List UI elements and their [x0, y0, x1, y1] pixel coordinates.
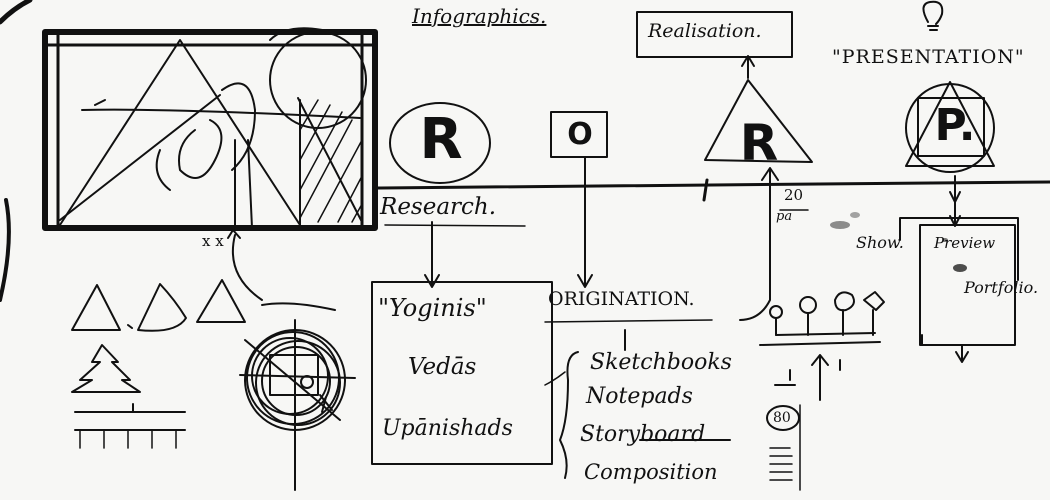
portfolio-label: Portfolio. [964, 278, 1039, 297]
origination-label: ORIGINATION. [548, 288, 695, 310]
realisation-box [636, 11, 793, 58]
realisation-connector [739, 169, 771, 321]
research-box [371, 281, 553, 465]
letter-r-research: R [419, 107, 463, 172]
presentation-label: "PRESENTATION" [832, 46, 1025, 68]
realisation-label: Realisation. [648, 20, 762, 42]
pages-unit: pa [776, 209, 793, 224]
preview-box [919, 224, 1016, 346]
tree-drawing [71, 344, 141, 393]
origination-item-notepads: Notepads [586, 384, 693, 409]
edge-arc-bottom [0, 198, 11, 302]
presentation-symbol [905, 81, 995, 173]
edge-arc-top [0, 0, 33, 25]
lightbulb-icon [922, 0, 944, 31]
origination-item-sketchbooks: Sketchbooks [590, 350, 732, 375]
preview-label: Preview [934, 234, 996, 252]
realisation-triangle [704, 79, 813, 163]
eighty-mark: 80 [773, 410, 791, 426]
pages-count: 20 [784, 186, 804, 204]
framed-sketch [42, 27, 378, 231]
xx-marks: x x [202, 232, 224, 250]
ink-smudges [830, 212, 967, 272]
small-trees [759, 291, 885, 346]
letter-o-origination: O [567, 117, 593, 152]
research-circle [389, 102, 491, 184]
research-item-upanishads: Upānishads [382, 416, 513, 441]
letter-p-presentation: P. [934, 100, 976, 151]
timeline [373, 180, 1050, 190]
research-item-yoginis: "Yoginis" [378, 294, 487, 322]
triangle-shapes [71, 279, 246, 332]
scribbled-circle [239, 302, 356, 491]
infographics-label: Infographics. [412, 4, 547, 28]
research-label: Research. [380, 194, 497, 220]
research-item-vedas: Vedās [408, 354, 477, 380]
origination-square [550, 111, 608, 158]
origination-item-storyboard: Storyboard [580, 422, 706, 447]
show-label: Show. [856, 233, 904, 252]
letter-r-realisation: R [739, 114, 779, 172]
origination-item-composition: Composition [584, 460, 718, 484]
